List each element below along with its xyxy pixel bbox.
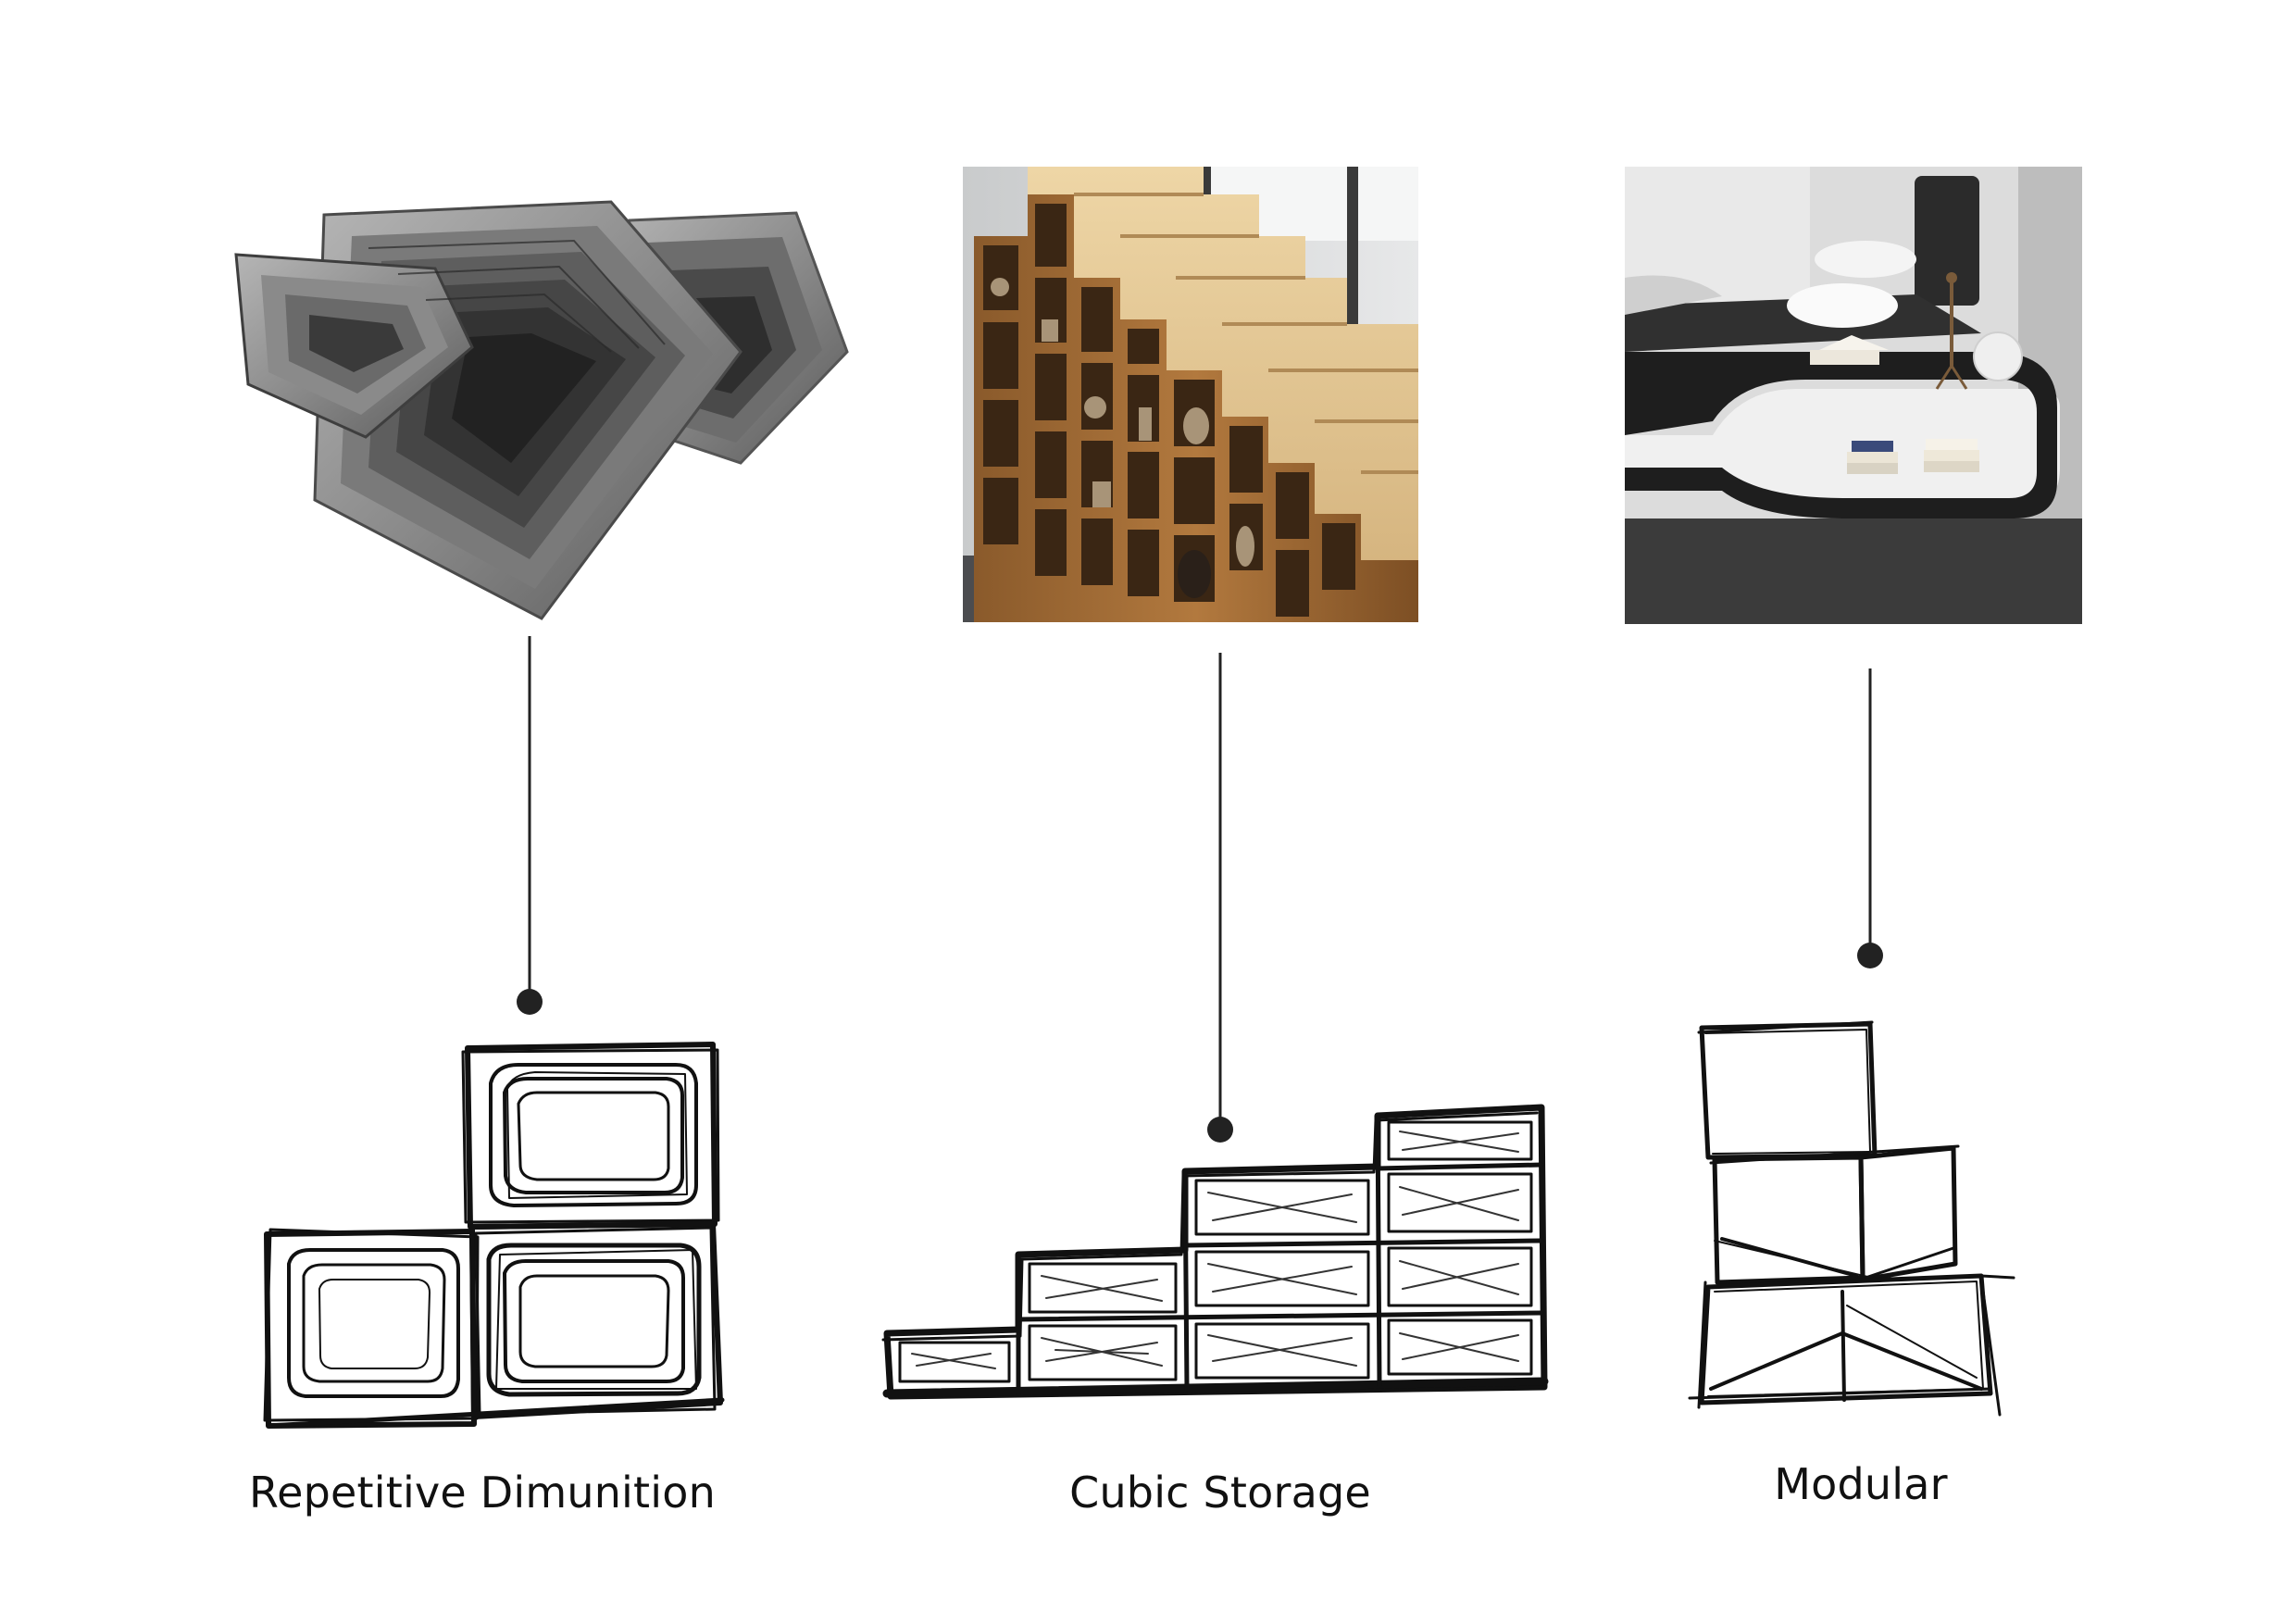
nested-pentagon-trays-photo bbox=[234, 200, 849, 620]
staircase-bookshelf-photo bbox=[963, 167, 1418, 622]
connector-3 bbox=[1857, 668, 1883, 968]
floating-bed-nightstand-photo bbox=[1625, 167, 2082, 624]
concept-label-repetitive-dimunition: Repetitive Dimunition bbox=[249, 1468, 716, 1518]
stacked-nested-boxes-sketch bbox=[263, 1042, 725, 1429]
concept-label-modular: Modular bbox=[1774, 1459, 1948, 1509]
stepped-cubby-shelves-sketch bbox=[881, 1104, 1549, 1400]
connector-1 bbox=[517, 636, 543, 1015]
concept-label-cubic-storage: Cubic Storage bbox=[1069, 1468, 1371, 1518]
connector-2 bbox=[1207, 653, 1233, 1143]
stacked-modular-cubes-sketch bbox=[1688, 1020, 2015, 1417]
